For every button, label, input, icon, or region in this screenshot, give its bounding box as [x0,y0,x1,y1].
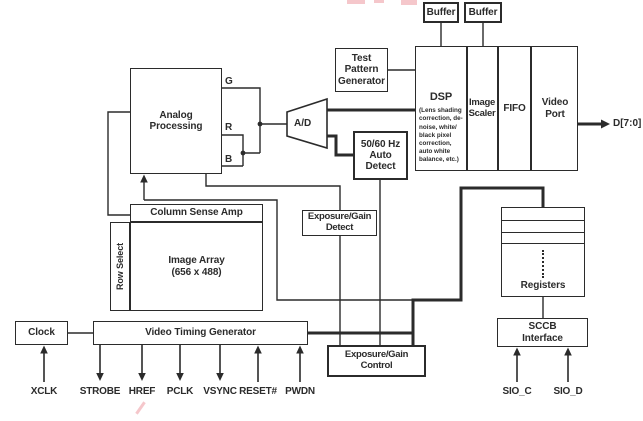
exposure-gain-detect-label: Exposure/Gain Detect [307,211,372,233]
ad-label: A/D [294,118,312,129]
buffer1-block: Buffer [423,2,459,23]
registers-ellipsis [542,250,544,278]
dsp-subtitle: (Lens shading correction, de-noise, whit… [419,107,463,164]
bus-ad-to-autodetect [327,134,353,157]
bus-control-to-registers [308,186,545,346]
buffer2-label: Buffer [468,6,498,18]
arrowheads-down [96,373,224,381]
exposure-gain-detect-block: Exposure/Gain Detect [302,210,377,236]
red-artifact-top2 [374,0,384,3]
analog-processing-block: Analog Processing [130,68,222,174]
junction-dot-grb [257,121,263,127]
divider-fifo-videoport [530,47,532,170]
fifo-section: FIFO [498,47,531,170]
exposure-gain-control-block: Exposure/Gain Control [327,345,426,377]
test-pattern-generator-label: Test Pattern Generator [338,53,385,87]
pin-vsync-label: VSYNC [203,386,237,397]
exposure-gain-control-label: Exposure/Gain Control [344,349,409,371]
image-array-line2: (656 x 488) [171,266,222,278]
channel-label-r: R [225,122,233,133]
analog-processing-label: Analog Processing [149,109,203,132]
red-artifact-top3 [401,0,417,5]
fifo-label: FIFO [503,102,526,114]
pin-siod-label: SIO_D [553,386,583,397]
pin-href-label: HREF [128,386,156,397]
pin-strobe-label: STROBE [79,386,121,397]
divider-dsp-scaler [466,47,468,170]
dsp-title: DSP [429,91,453,103]
image-array-label: Image Array (656 x 488) [168,255,224,277]
junction-dot-rb [240,150,246,156]
wire-analog-left-loop [107,111,130,216]
divider-scaler-fifo [497,47,499,170]
pin-reset-label: RESET# [239,386,277,397]
image-scaler-label: Image Scaler [468,96,496,119]
sccb-interface-block: SCCB Interface [497,318,588,347]
row-select-label: Row Select [114,242,125,290]
buffer1-label: Buffer [426,6,456,18]
autodetect-block: 50/60 Hz Auto Detect [353,131,408,180]
vtg-label: Video Timing Generator [145,327,256,339]
registers-label: Registers [520,279,566,291]
register-row-line2 [502,232,584,234]
image-scaler-section: Image Scaler [466,47,498,170]
pin-sioc-label: SIO_C [502,386,532,397]
column-sense-amp-label: Column Sense Amp [150,207,243,219]
image-array-line1: Image Array [168,255,225,267]
register-row-line3 [502,243,584,245]
autodetect-label: 50/60 Hz Auto Detect [360,138,401,173]
arrowhead-right [601,119,610,129]
registers-block: Registers [501,207,585,297]
row-select-block: Row Select [110,222,130,311]
pipeline-block: DSP (Lens shading correction, de-noise, … [415,46,578,171]
dsp-section: DSP (Lens shading correction, de-noise, … [416,91,466,165]
pin-pclk-label: PCLK [166,386,194,397]
wire-grb-mux [222,87,287,167]
ad-converter-shape [286,97,328,150]
video-port-section: Video Port [531,47,579,170]
pin-xclk-label: XCLK [30,386,58,397]
test-pattern-generator-block: Test Pattern Generator [335,48,388,92]
sccb-interface-label: SCCB Interface [522,321,563,344]
wire-analog-to-exposure-detect [205,173,341,210]
channel-label-b: B [225,154,233,165]
pin-dout-label: D[7:0] [613,118,642,129]
channel-label-g: G [225,76,233,87]
register-row-line1 [502,220,584,222]
image-array-block: Image Array (656 x 488) [130,222,263,311]
vtg-block: Video Timing Generator [93,321,308,345]
video-port-label: Video Port [541,97,569,120]
arrow-stems [43,345,569,382]
pin-pwdn-label: PWDN [285,386,315,397]
red-artifact-top1 [347,0,365,4]
clock-label: Clock [28,327,55,339]
clock-block: Clock [15,321,68,345]
column-sense-amp-block: Column Sense Amp [130,204,263,222]
buffer2-block: Buffer [464,2,502,23]
